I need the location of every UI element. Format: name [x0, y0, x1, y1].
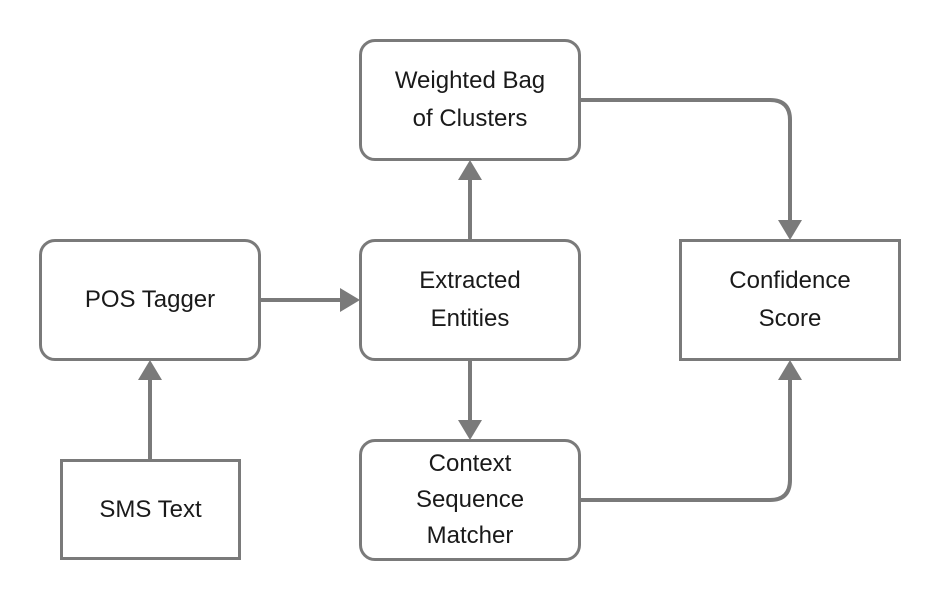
arrowhead-extracted-to-context	[458, 420, 482, 440]
arrowhead-context-to-confidence	[778, 360, 802, 380]
arrowhead-pos-to-extracted	[340, 288, 360, 312]
arrowhead-sms-to-pos	[138, 360, 162, 380]
arrowhead-extracted-to-weighted	[458, 160, 482, 180]
node-context-sequence-matcher: Context Sequence Matcher	[359, 439, 581, 561]
edge-weighted-to-confidence	[580, 98, 792, 236]
edge-context-to-confidence	[580, 364, 792, 502]
node-extracted-entities: Extracted Entities	[359, 239, 581, 361]
arrowhead-weighted-to-confidence	[778, 220, 802, 240]
node-sms-text: SMS Text	[60, 459, 241, 560]
node-pos-tagger-label: POS Tagger	[84, 286, 216, 313]
node-context-matcher-label: Context Sequence Matcher	[415, 450, 525, 549]
node-pos-tagger: POS Tagger	[39, 239, 261, 361]
node-weighted-bag-of-clusters: Weighted Bag of Clusters	[359, 39, 581, 161]
node-confidence-score-label: Confidence Score	[729, 267, 851, 332]
node-confidence-score: Confidence Score	[679, 239, 901, 361]
node-weighted-bag-label: Weighted Bag of Clusters	[394, 67, 546, 132]
node-extracted-entities-label: Extracted Entities	[419, 267, 521, 332]
node-sms-text-label: SMS Text	[99, 495, 202, 523]
